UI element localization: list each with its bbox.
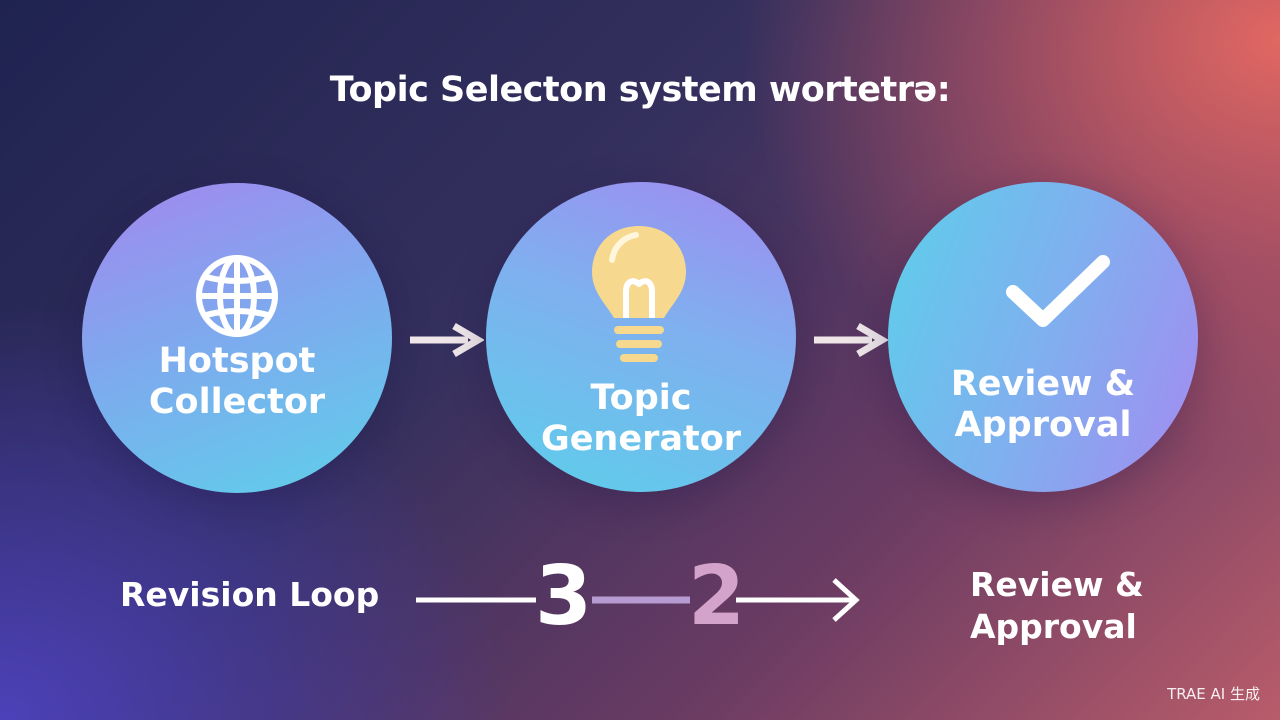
step-number: 2 <box>688 549 746 644</box>
page-title: Topic Selecton system wortetrə: <box>329 70 951 110</box>
revision-loop-label: Revision Loop <box>120 575 380 614</box>
arrow-right-icon <box>410 322 484 358</box>
step-number: 3 <box>535 549 593 644</box>
arrow-right-icon <box>832 578 860 622</box>
watermark: TRAE AI 生成 <box>1167 685 1260 703</box>
node-topic-generator: Topic Generator <box>486 182 796 492</box>
node-hotspot-collector: Hotspot Collector <box>82 183 392 493</box>
revision-line <box>416 596 854 604</box>
globe-icon <box>196 255 278 337</box>
checkmark-icon <box>1006 255 1110 327</box>
node-label: Hotspot Collector <box>148 341 326 422</box>
lightbulb-icon <box>592 226 686 362</box>
node-label: Topic Generator <box>540 378 742 459</box>
node-label: Review & Approval <box>950 364 1136 445</box>
review-approval-label: Review & Approval <box>970 565 1144 646</box>
node-review-approval: Review & Approval <box>888 182 1198 492</box>
arrow-right-icon <box>814 322 888 358</box>
